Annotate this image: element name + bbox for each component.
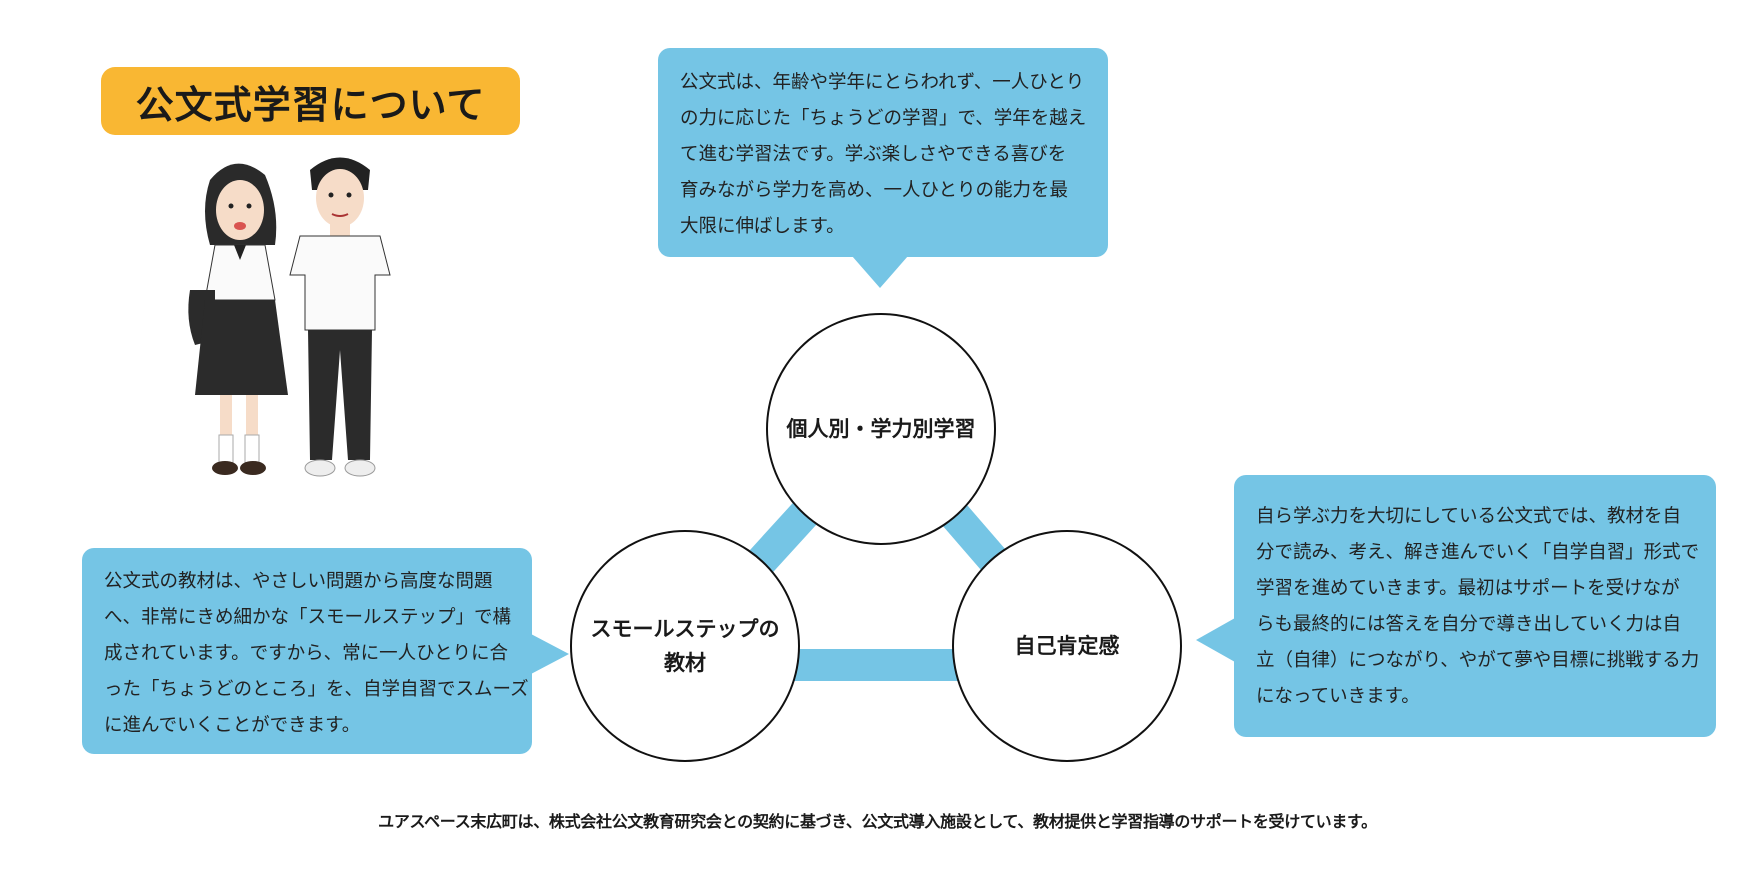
footer-note: ユアスペース末広町は、株式会社公文教育研究会との契約に基づき、公文式導入施設とし… — [378, 812, 1377, 831]
bubble-line: 学習を進めていきます。最初はサポートを受けなが — [1256, 578, 1680, 599]
bubble-line: 公文式は、年齢や学年にとらわれず、一人ひとり — [680, 72, 1085, 93]
bubble-line: の力に応じた「ちょうどの学習」で、学年を越え — [680, 108, 1087, 129]
bubble-line: らも最終的には答えを自分で導き出していく力は自 — [1256, 614, 1681, 635]
bubble-line: 育みながら学力を高め、一人ひとりの能力を最 — [680, 180, 1068, 201]
bubble-line: 立（自律）につながり、やがて夢や目標に挑戦する力 — [1256, 650, 1700, 671]
bubble-tail-right — [1196, 618, 1235, 662]
bubble-line: になっていきます。 — [1256, 686, 1420, 707]
speech-bubble-right: 自ら学ぶ力を大切にしている公文式では、教材を自 分で読み、考え、解き進んでいく「… — [1234, 475, 1716, 737]
boy-figure — [289, 157, 391, 477]
bubble-line: へ、非常にきめ細かな「スモールステップ」で構 — [104, 607, 512, 628]
bubble-line: 公文式の教材は、やさしい問題から高度な問題 — [104, 571, 493, 592]
circle-small-step-materials: スモールステップの教材 — [570, 530, 800, 762]
students-illustration — [188, 157, 391, 477]
bubble-line: に進んでいくことができます。 — [104, 715, 361, 736]
bubble-line: った「ちょうどのところ」を、自学自習でスムーズ — [104, 679, 529, 700]
bubble-line: 分で読み、考え、解き進んでいく「自学自習」形式で — [1256, 542, 1700, 563]
circle-self-esteem: 自己肯定感 — [952, 530, 1182, 762]
circle-label: 自己肯定感 — [1014, 634, 1120, 658]
bubble-line: 成されています。ですから、常に一人ひとりに合 — [104, 643, 509, 664]
circle-label: 個人別・学力別学習 — [786, 417, 976, 441]
girl-figure — [188, 163, 288, 475]
bubble-tail-top — [852, 256, 908, 288]
bubble-line: 自ら学ぶ力を大切にしている公文式では、教材を自 — [1256, 506, 1681, 527]
circle-individual-learning: 個人別・学力別学習 — [766, 313, 996, 545]
bubble-tail-left — [531, 634, 569, 674]
circle-label: スモールステップの — [590, 617, 780, 641]
bubble-line: 大限に伸ばします。 — [680, 216, 845, 237]
circle-label: 教材 — [664, 651, 706, 675]
bubble-line: て進む学習法です。学ぶ楽しさやできる喜びを — [680, 144, 1067, 165]
speech-bubble-left: 公文式の教材は、やさしい問題から高度な問題 へ、非常にきめ細かな「スモールステッ… — [82, 548, 532, 754]
speech-bubble-top: 公文式は、年齢や学年にとらわれず、一人ひとり の力に応じた「ちょうどの学習」で、… — [658, 48, 1108, 257]
page-title: 公文式学習について — [101, 67, 520, 135]
